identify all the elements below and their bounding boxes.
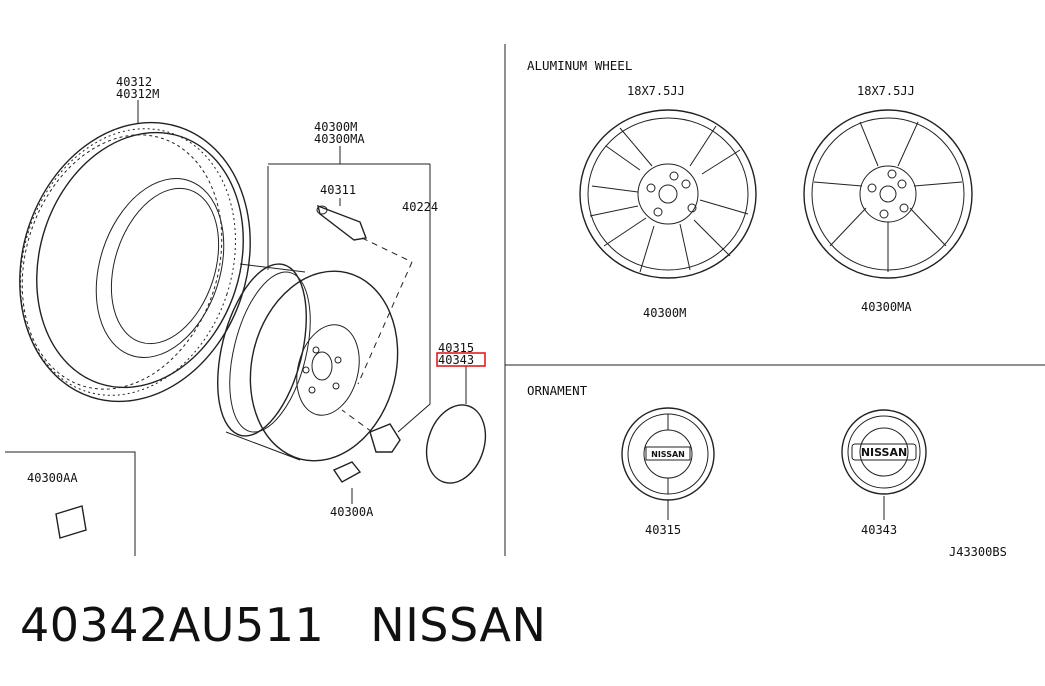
part-number: 40342AU511 — [20, 598, 325, 652]
wheel-1-size: 18X7.5JJ — [627, 84, 685, 98]
wheel-1-part: 40300M — [643, 306, 686, 320]
valve-label: 40311 — [320, 183, 356, 197]
brand-name: NISSAN — [370, 598, 547, 652]
wheel-1-drawing — [579, 109, 757, 279]
wheel-2-drawing — [803, 109, 973, 279]
wheel-2-part: 40300MA — [861, 300, 912, 314]
ornament-2-part: 40343 — [861, 523, 897, 537]
ornament-2-logo: NISSAN — [861, 446, 907, 459]
part-title: 40342AU511 NISSAN — [20, 598, 546, 652]
wheel-assembly-label-1: 40300M — [314, 120, 357, 134]
ornament-1-part: 40315 — [645, 523, 681, 537]
weight-kit-frame — [5, 451, 136, 556]
tire-drawing — [19, 121, 251, 403]
wheel-drawing — [217, 263, 399, 462]
highlight-box — [436, 352, 486, 367]
balance-weight-label: 40300A — [330, 505, 374, 519]
nut-drawing — [341, 409, 401, 453]
wheel-assembly-label-2: 40300MA — [314, 132, 365, 146]
ornament-2-drawing — [841, 409, 927, 495]
ornament-callout-top: 40315 — [438, 341, 474, 355]
balance-weight-drawing — [332, 461, 362, 483]
leader-lines — [137, 100, 467, 504]
aluminum-wheel-title: ALUMINUM WHEEL — [527, 58, 632, 73]
ornament-callout-highlight: 40343 — [438, 353, 474, 367]
weight-kit-drawing — [55, 505, 87, 539]
weight-kit-label: 40300AA — [27, 471, 78, 485]
tire-label-2: 40312M — [116, 87, 159, 101]
nut-label: 40224 — [402, 200, 438, 214]
wheel-2-size: 18X7.5JJ — [857, 84, 915, 98]
ornament-title: ORNAMENT — [527, 383, 588, 398]
valve-drawing — [316, 204, 413, 385]
ornament-disc-drawing — [425, 404, 487, 484]
ornament-1-logo: NISSAN — [651, 450, 685, 459]
diagram-code: J43300BS — [949, 545, 1007, 559]
tire-label-1: 40312 — [116, 75, 152, 89]
